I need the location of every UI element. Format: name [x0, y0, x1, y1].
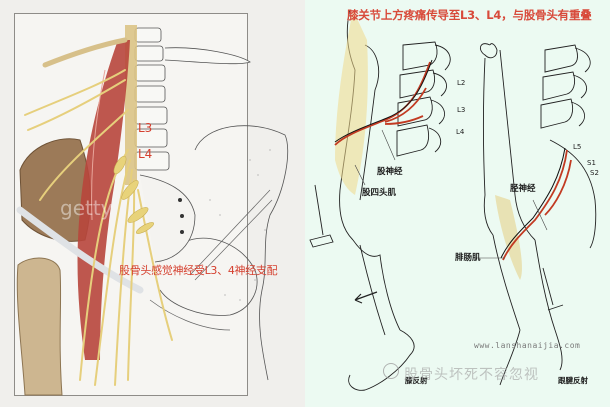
- knee-reflex-label: 膝反射: [405, 376, 428, 385]
- lumbar-anatomy-drawing: getty: [16, 25, 289, 396]
- vertebra-label-l5: L5: [573, 143, 582, 151]
- leg-nerve-drawing: [309, 9, 597, 391]
- vertebra-label-s2: S2: [590, 169, 599, 177]
- lumbar-plexus-illustration: getty L3 L4 股骨头感觉神经受L3、4神经支配: [14, 13, 289, 396]
- gastrocnemius-label: 腓肠肌: [455, 253, 481, 263]
- wechat-logo-icon: [383, 363, 399, 379]
- knee-pain-title: 膝关节上方疼痛传导至L3、L4，与股骨头有重叠: [347, 8, 592, 22]
- vertebra-label-l3: L3: [457, 106, 466, 114]
- vertebra-label-l3: L3: [138, 121, 153, 135]
- tibial-nerve-label: 胫神经: [510, 184, 536, 194]
- vertebra-label-s1: S1: [587, 159, 596, 167]
- account-watermark: 股骨头坏死不容忽视: [404, 367, 539, 383]
- quadriceps-label: 股四头肌: [362, 188, 397, 198]
- ankle-reflex-label: 跟腱反射: [558, 376, 588, 385]
- vertebra-label-l4: L4: [138, 147, 153, 161]
- getty-watermark: getty: [60, 196, 113, 220]
- femoral-nerve-label: 股神经: [377, 167, 403, 177]
- femoral-head-innervation-caption: 股骨头感觉神经受L3、4神经支配: [119, 264, 278, 277]
- website-watermark: www.lanshanaijia.com: [474, 341, 581, 350]
- knee-referred-pain-diagram: L2 L3 L4 L5 S1 S2 股神经 股四头肌 胫神经 腓肠肌 膝反射 跟…: [305, 0, 610, 407]
- vertebra-label-l4: L4: [456, 128, 465, 136]
- vertebra-label-l2: L2: [457, 79, 466, 87]
